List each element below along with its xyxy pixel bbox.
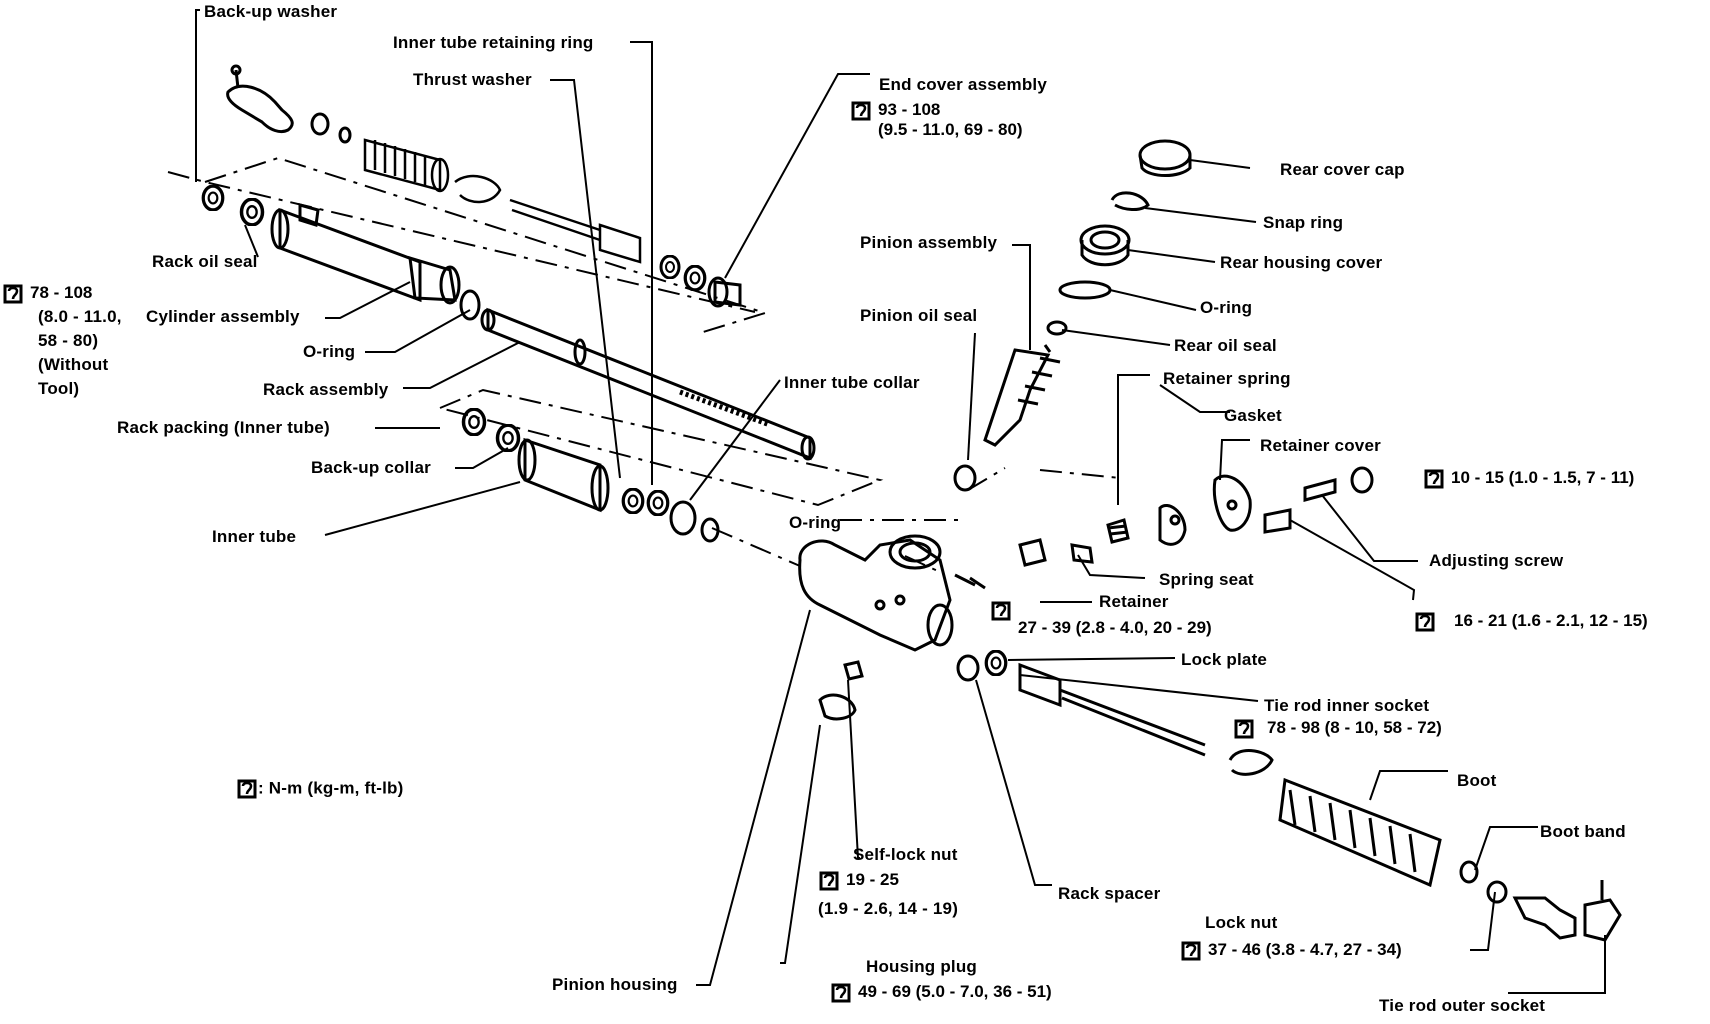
torque-tie-rod-inner: 78 - 98 (8 - 10, 58 - 72) (1233, 718, 1442, 740)
leader-lines (195, 9, 1606, 994)
torque-wrench-icon (3, 284, 23, 304)
label-housing-plug: Housing plug (866, 957, 977, 976)
legend-units: : N-m (kg-m, ft-lb) (236, 778, 403, 800)
torque-cylinder-line4: (Without (38, 355, 109, 374)
torque-cylinder: 78 - 108 (2, 283, 92, 305)
retainer-parts (1018, 466, 1374, 567)
label-cylinder-assembly: Cylinder assembly (146, 307, 300, 326)
label-rack-spacer: Rack spacer (1058, 884, 1161, 903)
end-cover-parts (659, 255, 742, 308)
torque-lock-nut-value: 37 - 46 (3.8 - 4.7, 27 - 34) (1208, 940, 1402, 959)
torque-cylinder-value: 78 - 108 (30, 283, 93, 302)
rack-oil-seal-parts (201, 185, 265, 226)
torque-wrench-icon (237, 779, 257, 799)
inner-tube-parts (461, 408, 720, 543)
inner-tie-rod-upper (509, 198, 642, 264)
label-gasket: Gasket (1224, 406, 1282, 425)
label-pinion-assembly: Pinion assembly (860, 233, 998, 252)
torque-wrench-icon (831, 983, 851, 1003)
label-backup-collar: Back-up collar (311, 458, 431, 477)
torque-retainer-cover: 10 - 15 (1.0 - 1.5, 7 - 11) (1423, 468, 1634, 490)
label-rack-oil-seal: Rack oil seal (152, 252, 258, 271)
torque-wrench-icon (1415, 612, 1435, 632)
outer-tie-rod-upper (226, 64, 352, 144)
label-o-ring-rear: O-ring (1200, 298, 1253, 317)
boot-upper (363, 138, 502, 204)
torque-lock-nut: 37 - 46 (3.8 - 4.7, 27 - 34) (1180, 940, 1402, 962)
label-o-ring-left: O-ring (303, 342, 356, 361)
torque-wrench-icon (819, 871, 839, 891)
label-tie-rod-inner-socket: Tie rod inner socket (1264, 696, 1430, 715)
torque-self-lock-nut-alt: (1.9 - 2.6, 14 - 19) (818, 899, 959, 918)
label-backup-washer: Back-up washer (204, 2, 338, 21)
torque-wrench-icon (1424, 469, 1444, 489)
torque-housing-plug: 49 - 69 (5.0 - 7.0, 36 - 51) (830, 982, 1052, 1004)
label-pinion-oil-seal: Pinion oil seal (860, 306, 978, 325)
label-rack-assembly: Rack assembly (263, 380, 389, 399)
torque-adjusting-screw: 16 - 21 (1.6 - 2.1, 12 - 15) (1414, 611, 1648, 633)
label-retainer: Retainer (1099, 592, 1169, 611)
torque-cylinder-line3: 58 - 80) (38, 331, 99, 350)
label-lock-plate: Lock plate (1181, 650, 1268, 669)
label-rack-packing: Rack packing (Inner tube) (117, 418, 330, 437)
rack-assembly (480, 307, 816, 461)
torque-end-cover-value: 93 - 108 (878, 100, 941, 119)
rear-cover-parts (1046, 139, 1192, 336)
label-adjusting-screw: Adjusting screw (1429, 551, 1564, 570)
torque-cylinder-line5: Tool) (38, 379, 80, 398)
pinion-housing (798, 534, 986, 652)
cylinder-assembly (270, 203, 481, 321)
pinion-assembly (953, 344, 1061, 492)
label-inner-tube-collar: Inner tube collar (784, 373, 920, 392)
label-lock-nut: Lock nut (1205, 913, 1278, 932)
label-snap-ring: Snap ring (1263, 213, 1344, 232)
torque-wrench-icon (851, 101, 871, 121)
torque-self-lock-nut-value: 19 - 25 (846, 870, 899, 889)
label-self-lock-nut: Self-lock nut (853, 845, 958, 864)
label-inner-tube-retaining-ring: Inner tube retaining ring (393, 33, 594, 52)
torque-end-cover-alt: (9.5 - 11.0, 69 - 80) (878, 120, 1023, 139)
label-end-cover-assembly: End cover assembly (879, 75, 1048, 94)
torque-cylinder-line2: (8.0 - 11.0, (38, 307, 122, 326)
label-boot: Boot (1457, 771, 1497, 790)
torque-tie-rod-inner-value: 78 - 98 (8 - 10, 58 - 72) (1267, 718, 1442, 737)
housing-small-parts (818, 660, 864, 721)
torque-retainer-value: 27 - 39 (2.8 - 4.0, 20 - 29) (1018, 618, 1212, 637)
label-o-ring-center: O-ring (789, 513, 842, 532)
assembly-axis-lines (167, 156, 1121, 573)
tie-rod-right (956, 650, 1622, 942)
label-rear-housing-cover: Rear housing cover (1220, 253, 1383, 272)
label-boot-band: Boot band (1540, 822, 1626, 841)
label-pinion-housing: Pinion housing (552, 975, 678, 994)
label-spring-seat: Spring seat (1159, 570, 1254, 589)
torque-adjusting-screw-value: 16 - 21 (1.6 - 2.1, 12 - 15) (1454, 611, 1648, 630)
label-rear-oil-seal: Rear oil seal (1174, 336, 1277, 355)
label-thrust-washer: Thrust washer (413, 70, 532, 89)
torque-wrench-icon (1181, 941, 1201, 961)
torque-wrench-icon (1234, 719, 1254, 739)
legend-units-text: : N-m (kg-m, ft-lb) (258, 778, 404, 798)
torque-retainer: 27 - 39 (2.8 - 4.0, 20 - 29) (990, 600, 1212, 638)
label-tie-rod-outer-socket: Tie rod outer socket (1379, 996, 1546, 1015)
torque-retainer-cover-value: 10 - 15 (1.0 - 1.5, 7 - 11) (1451, 468, 1635, 487)
torque-self-lock-nut: 19 - 25 (818, 870, 899, 892)
label-inner-tube: Inner tube (212, 527, 297, 546)
label-retainer-spring: Retainer spring (1163, 369, 1291, 388)
label-retainer-cover: Retainer cover (1260, 436, 1381, 455)
torque-housing-plug-value: 49 - 69 (5.0 - 7.0, 36 - 51) (858, 982, 1052, 1001)
torque-wrench-icon (991, 601, 1011, 621)
label-rear-cover-cap: Rear cover cap (1280, 160, 1405, 179)
torque-end-cover: 93 - 108 (9.5 - 11.0, 69 - 80) (850, 100, 1023, 140)
